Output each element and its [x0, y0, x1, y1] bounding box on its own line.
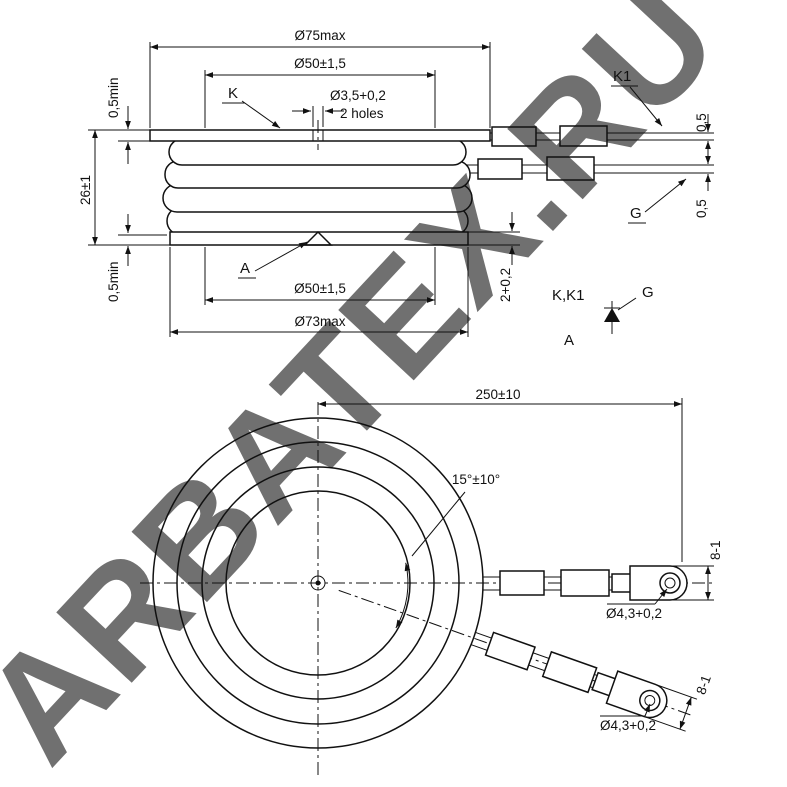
dim-pole-bottom-label: Ø50±1,5: [294, 281, 346, 296]
dim-clearance-top-label: 0,5min: [106, 77, 121, 118]
lower-lead: [462, 156, 697, 181]
side-view: Ø75max Ø50±1,5 Ø3,5+0,2 2 holes 0,5min 2…: [78, 28, 714, 337]
dim-pole-top: Ø50±1,5: [204, 56, 436, 128]
dim-hole-lower: Ø4,3+0,2: [600, 703, 656, 733]
symbol-cathode-label: K,K1: [552, 287, 585, 304]
cathode-label: K: [228, 85, 238, 102]
label-cathode: K: [222, 85, 281, 129]
label-anode: A: [238, 241, 308, 279]
upper-lead: [486, 125, 700, 147]
terminal-lug-upper: [629, 565, 688, 601]
dim-lug-upper: 8-1: [672, 540, 723, 601]
dim-hole-upper: Ø4,3+0,2: [606, 588, 668, 621]
dim-lead-upper: 0,5: [694, 113, 714, 159]
dim-lead-lower-label: 0,5: [694, 199, 709, 218]
plan-lead-lower: 8-1: [338, 589, 714, 732]
dim-lead-angle-label: 15°±10°: [452, 472, 500, 487]
label-gate: G: [628, 178, 687, 224]
top-hole: [312, 130, 324, 141]
cathode-lead-label: K1: [613, 68, 631, 85]
dim-height-label: 26±1: [78, 175, 93, 205]
bottom-center-boss: [303, 230, 333, 246]
dim-outer-bottom-label: Ø73max: [294, 314, 345, 329]
plan-view: 8-1 8-1 250±10: [140, 387, 723, 776]
dim-lug-lower: 8-1: [645, 673, 714, 732]
hole-note-label: 2 holes: [340, 106, 384, 121]
anode-label: A: [240, 260, 250, 277]
dim-hole-lower-label: Ø4,3+0,2: [600, 718, 656, 733]
symbol-gate-label: G: [642, 284, 654, 301]
device-body: [149, 120, 491, 246]
centerlines: [140, 402, 714, 776]
dim-base-thickness: 2+0,2: [468, 212, 520, 302]
symbol-anode-label: A: [564, 332, 574, 349]
dim-height: 26±1: [78, 129, 170, 246]
dim-hole: Ø3,5+0,2 2 holes: [292, 88, 386, 127]
dim-lug-lower-label: 8-1: [693, 673, 714, 696]
dim-lead-length-label: 250±10: [476, 387, 521, 402]
dim-hole-upper-label: Ø4,3+0,2: [606, 606, 662, 621]
dim-pole-bottom: Ø50±1,5: [204, 247, 436, 305]
dim-lead-length: 250±10: [318, 387, 683, 562]
symbol-triangle: [604, 308, 620, 322]
cathode-top-plate: [149, 129, 491, 142]
dim-lead-upper-label: 0,5: [694, 113, 709, 132]
thyristor-symbol: K,K1 G A: [552, 284, 654, 349]
label-cathode-lead: K1: [611, 68, 663, 127]
dim-clearance-bottom-label: 0,5min: [106, 261, 121, 302]
dim-lead-lower: 0,5: [694, 146, 714, 218]
dim-clearance-top: 0,5min: [106, 77, 150, 164]
dim-hole-label: Ø3,5+0,2: [330, 88, 386, 103]
dim-pole-top-label: Ø50±1,5: [294, 56, 346, 71]
dim-base-thickness-label: 2+0,2: [498, 268, 513, 302]
dim-outer-top: Ø75max: [149, 28, 491, 128]
dim-lead-angle: 15°±10°: [395, 472, 500, 629]
plan-lead-upper: 8-1: [483, 540, 723, 601]
terminal-lug-lower: [605, 670, 668, 719]
gate-label: G: [630, 205, 642, 222]
dim-clearance-bottom: 0,5min: [106, 214, 167, 302]
dim-outer-bottom: Ø73max: [169, 247, 469, 337]
dim-outer-top-label: Ø75max: [294, 28, 345, 43]
symbol-gate-line: [617, 297, 637, 311]
dim-lug-upper-label: 8-1: [708, 540, 723, 560]
